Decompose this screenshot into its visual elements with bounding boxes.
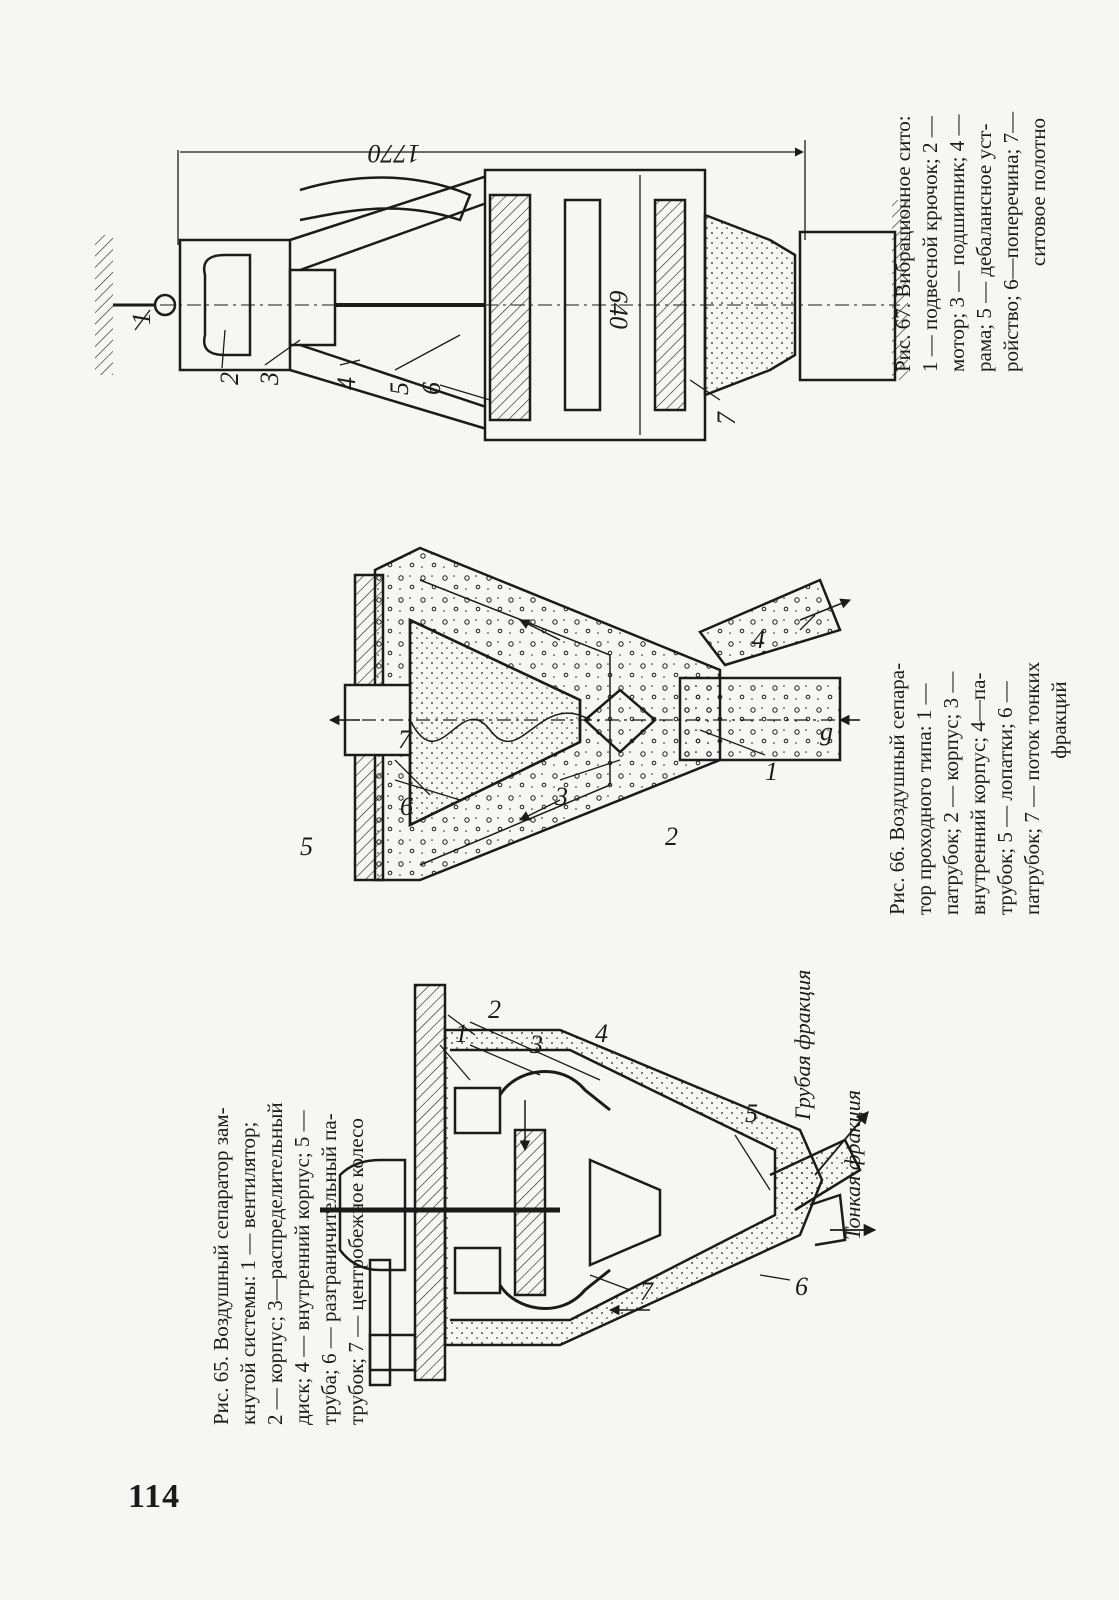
fig67-unbalance (488, 193, 532, 422)
fig67-bearing (288, 268, 337, 347)
fig67-hopper (703, 213, 797, 397)
fig67-label-2: 2 (215, 372, 244, 385)
fig67-dim-total: 1770 (368, 139, 420, 168)
fig66-flow-arrow (519, 799, 561, 821)
fig66-side-outlet (698, 578, 842, 667)
fig65-fan-block-top (453, 1086, 502, 1135)
fig66-label-g: g (820, 717, 833, 746)
fig65-leader (589, 1274, 631, 1291)
fig67-label-7: 7 (712, 411, 741, 425)
fig67-motor (202, 253, 252, 357)
fig65-leader (759, 1274, 791, 1281)
fig65-drawing: 1 2 3 4 5 6 7 Грубая фракция Тонкая фрак… (320, 970, 877, 1387)
fig66-label-7: 7 (398, 725, 412, 754)
fig67-leader (394, 334, 461, 371)
fig65-channel-bottom (498, 1268, 611, 1310)
fig65-leader (469, 1044, 541, 1076)
fig67-leader (134, 309, 151, 331)
fig65-label-7: 7 (640, 1277, 654, 1306)
fig65-drive-shaft (368, 1258, 392, 1387)
fig67-label-4: 4 (332, 377, 361, 390)
fig66-inlet-pipe (678, 676, 842, 762)
fig67-hook-ring (153, 293, 177, 317)
fig66-valve (583, 688, 657, 754)
fig65-label-4: 4 (595, 1019, 608, 1048)
fig66-leader (394, 779, 461, 801)
fig66-label-5: 5 (300, 832, 313, 861)
fig66-label-3: 3 (554, 782, 568, 811)
fig65-leader (439, 1044, 471, 1081)
fig65-label-3: 3 (529, 1030, 543, 1059)
fig66-drawing: 5 6 7 3 2 1 4 g (300, 546, 860, 882)
fig65-motor-cover (338, 1158, 407, 1272)
fig65-label-fine: Тонкая фракция (840, 1090, 865, 1240)
fig67-floor (892, 200, 908, 380)
fig66-label-1: 1 (765, 757, 778, 786)
fig65-label-1: 1 (455, 1019, 468, 1048)
fig66-inner-cone-fill (408, 618, 582, 828)
fig67-drawing: 1770 640 (95, 139, 908, 442)
fig66-leader (699, 729, 766, 756)
fig66-flow-arrow (519, 619, 561, 641)
fig65-fine-outlet (809, 1193, 847, 1247)
fig66-label-4: 4 (752, 625, 765, 654)
fig66-leader (799, 614, 816, 631)
fig66-side-arrow (799, 598, 851, 621)
fig65-label-coarse: Грубая фракция (790, 970, 815, 1121)
fig67-feed-hose (299, 176, 472, 222)
fig67-leader (221, 329, 226, 369)
fig65-label-5: 5 (745, 1099, 758, 1128)
fig65-pulley (368, 1333, 417, 1372)
fig67-dim-width: 640 (604, 290, 633, 329)
fig67-leader (339, 359, 361, 366)
fig67-label-5: 5 (385, 382, 414, 395)
fig67-label-6: 6 (417, 382, 446, 395)
fig67-leader (689, 379, 721, 401)
fig66-label-6: 6 (400, 792, 413, 821)
fig66-leader (559, 759, 621, 781)
fig65-coarse-arrow (814, 1111, 869, 1176)
fig67-leader (439, 384, 491, 401)
fig66-label-2: 2 (665, 822, 678, 851)
fig65-leader (469, 1021, 601, 1081)
fig67-frame-top (289, 173, 497, 272)
fig65-label-6: 6 (795, 1272, 808, 1301)
fig67-label-1: 1 (127, 312, 156, 325)
fig65-leader (447, 1014, 476, 1036)
fig65-fan-block-bottom (453, 1246, 502, 1295)
fig65-label-2: 2 (488, 995, 501, 1024)
fig66-swirl (409, 712, 591, 743)
page-number: 114 (128, 1478, 181, 1515)
fig65-channel-top (498, 1070, 611, 1112)
fig65-cone (588, 1158, 662, 1267)
fig67-ceiling (95, 235, 113, 375)
fig67-leader (264, 339, 301, 366)
fig67-outlet-box (798, 230, 897, 382)
fig67-label-3: 3 (255, 372, 284, 386)
fig65-distributor-disk (513, 1128, 547, 1297)
fig65-support-beam (413, 983, 447, 1382)
fig65-leader (734, 1134, 771, 1191)
